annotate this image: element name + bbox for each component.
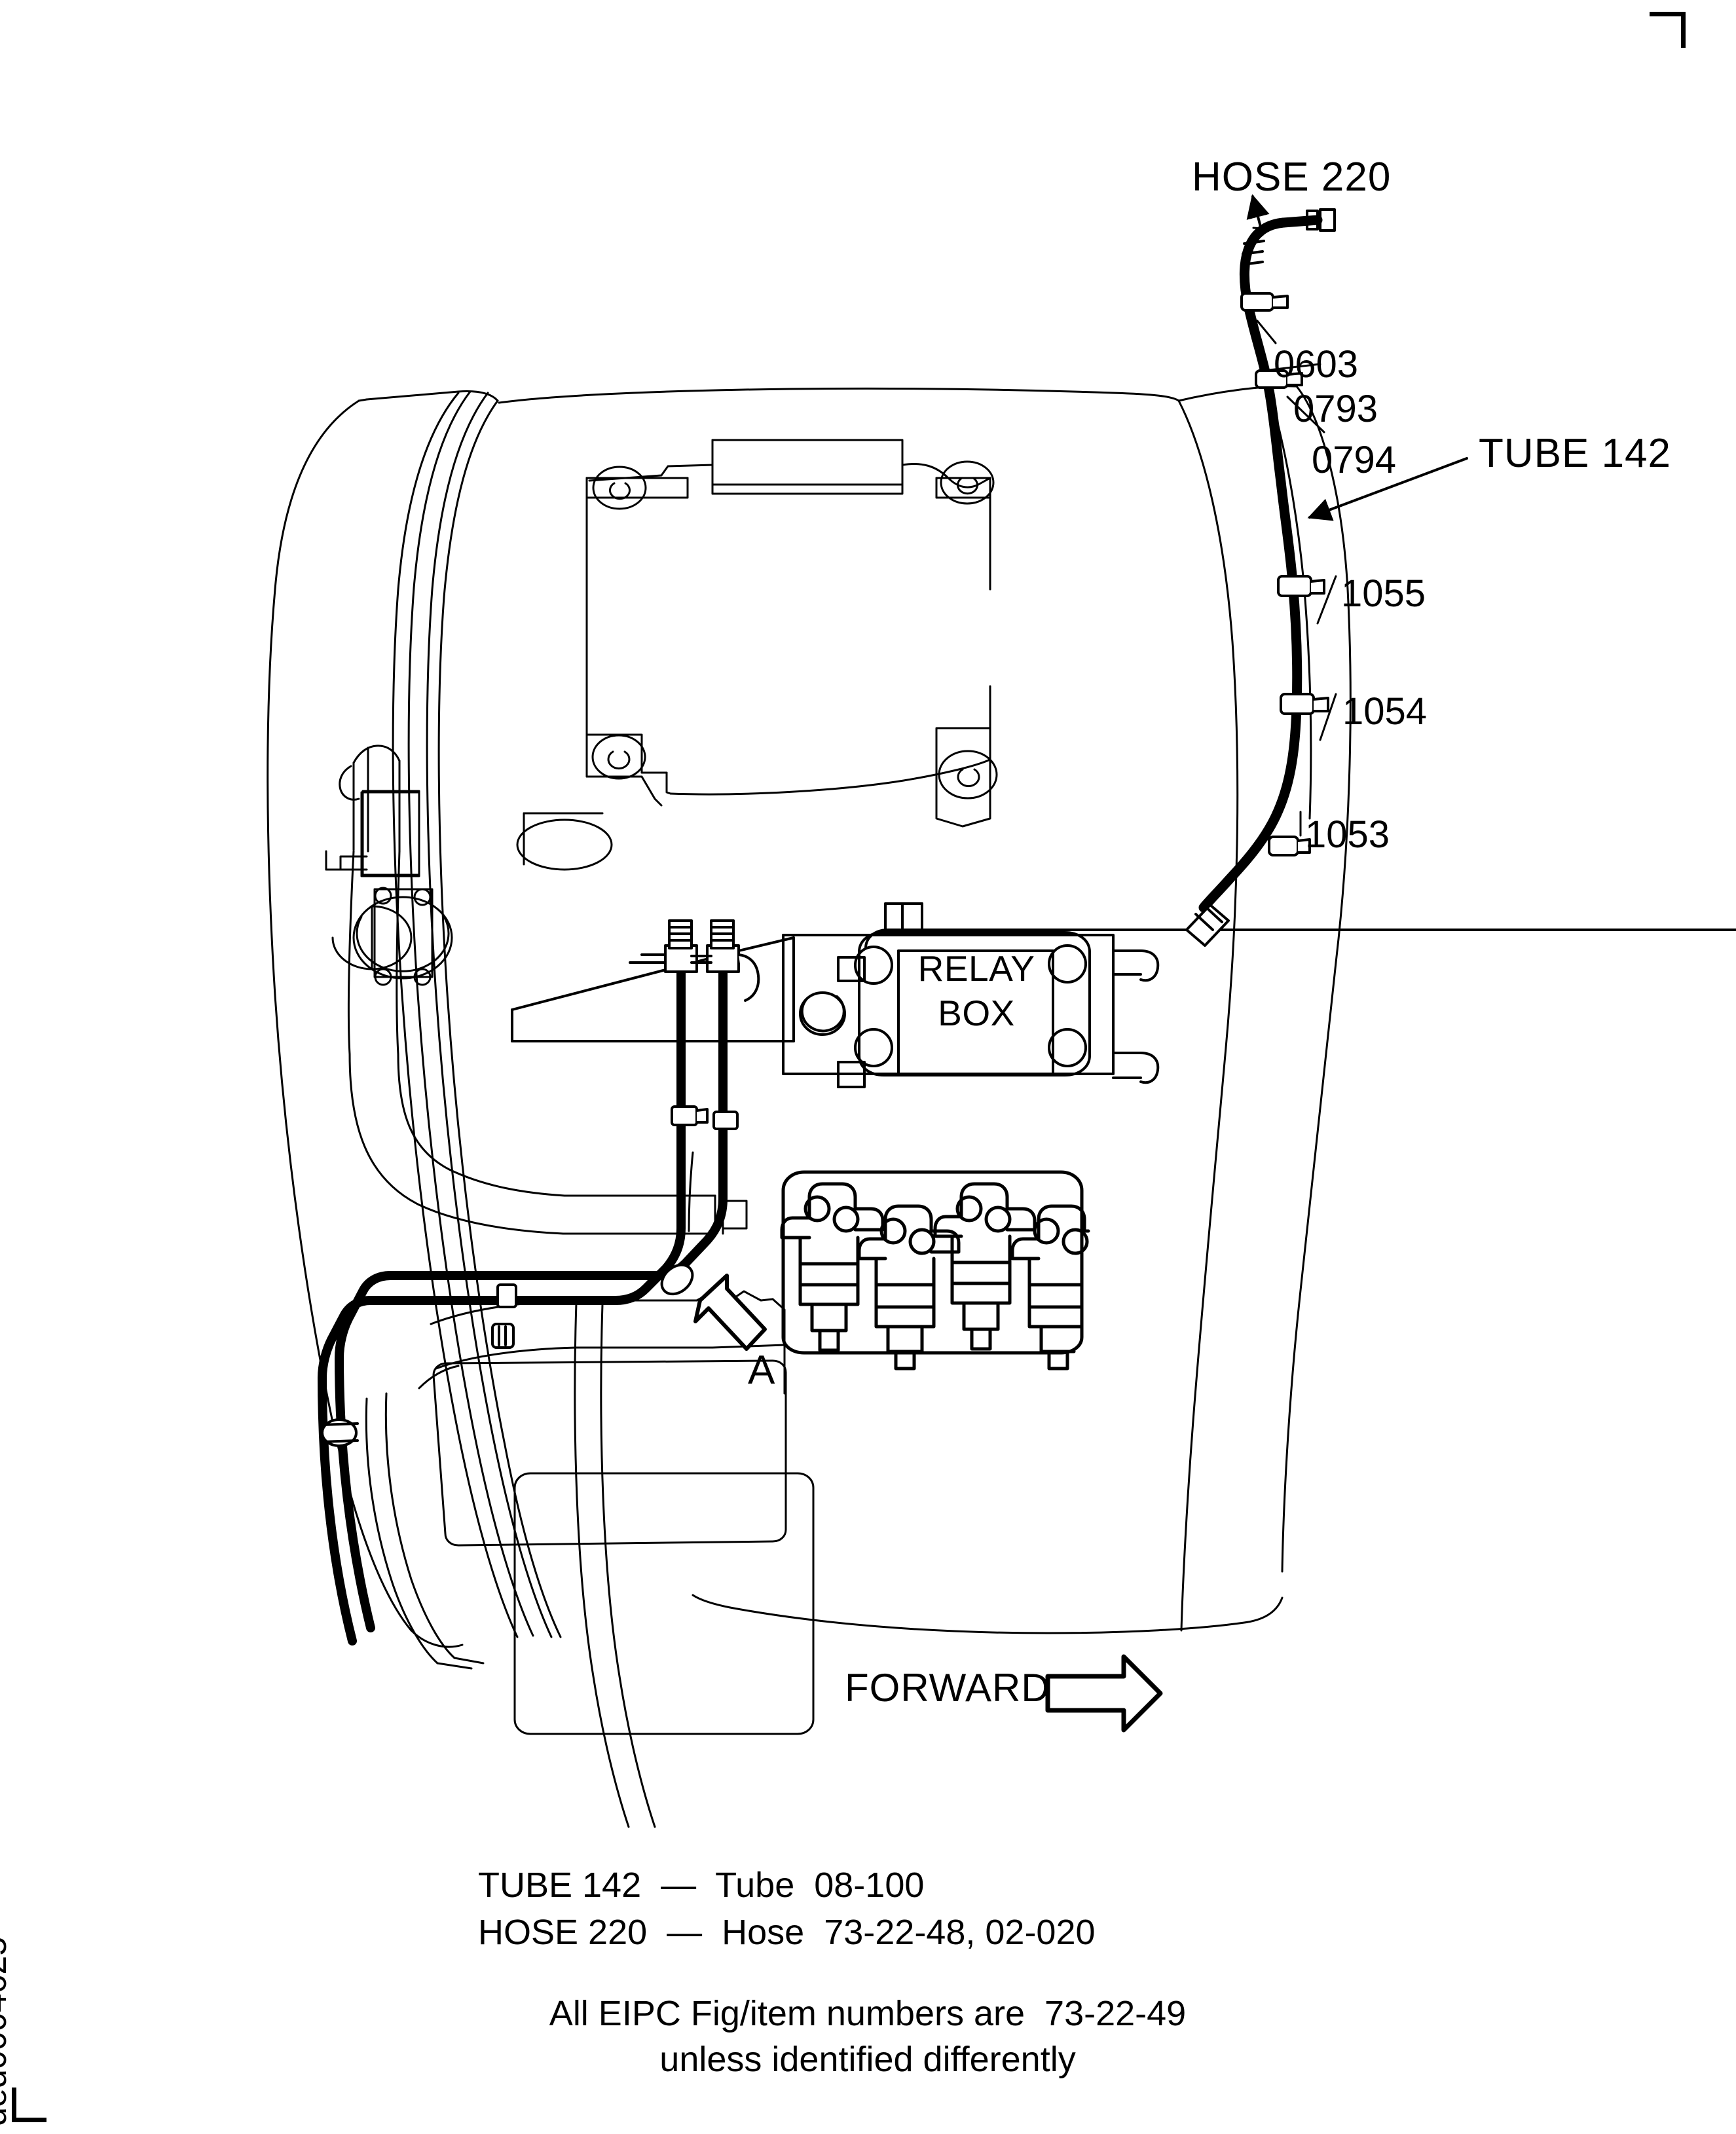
callout-hose-220: HOSE 220 [1192,155,1392,200]
clamp-1055 [1277,575,1325,597]
note-line-1: All EIPC Fig/item numbers are 73-22-49 [549,1994,1187,2033]
cowl-inner-detail-lines [574,1151,694,1828]
relay-box-label-line-2: BOX [938,993,1015,1033]
filter-unit-3 [933,1182,1037,1351]
engine-cowl-outline [267,385,1352,1648]
relay-box-label-line-1: RELAY [917,948,1035,989]
tube-clamp-right-elbow [660,1263,694,1296]
filter-manifold [780,1170,1090,1371]
leader-lines [1252,221,1273,230]
tube-clamp-horizontal [491,1283,517,1349]
tube-142-run [1185,208,1336,947]
item-number-1054: 1054 [1342,690,1428,733]
upper-access-panel [516,439,998,871]
clamp-0793 [1240,292,1289,312]
legend-line-hose-220: HOSE 220 — Hose 73-22-48, 02-020 [478,1913,1096,1952]
tube-end-fitting [1185,904,1230,947]
tube-clamp-mid [671,1105,739,1130]
callout-arrows [1246,194,1468,521]
note-line-2: unless identified differently [659,2040,1076,2079]
item-number-1053: 1053 [1305,813,1390,856]
view-callout-letter-a: A [748,1348,775,1393]
tube-lower-run [318,919,760,1646]
clamp-0794 [1255,369,1303,389]
lower-fairing-boxes [365,1290,815,1735]
tube-clamp-left-elbow [321,1418,359,1447]
forward-arrow [1045,1654,1163,1733]
item-number-0603: 0603 [1274,343,1359,386]
filter-unit-2 [857,1204,961,1371]
clamp-1053 [1268,836,1311,856]
item-number-1055: 1055 [1341,572,1426,615]
item-leader-lines [1256,320,1337,837]
filter-unit-4 [1010,1204,1090,1371]
callout-tube-142: TUBE 142 [1479,431,1672,476]
left-duct-and-flange [325,745,748,1235]
legend-line-tube-142: TUBE 142 — Tube 08-100 [478,1866,925,1905]
item-number-0794: 0794 [1312,439,1397,481]
forward-direction-label: FORWARD [845,1666,1050,1710]
item-number-0793: 0793 [1293,388,1378,430]
corner-mark-top-right [1650,12,1686,48]
tube-fittings-top [629,919,760,1002]
view-a-arrow [693,1274,767,1351]
relay-box-assembly [511,902,1736,1088]
corner-mark-bottom-left [12,2088,46,2122]
clamp-1054 [1280,693,1329,715]
filter-unit-1 [780,1182,885,1352]
